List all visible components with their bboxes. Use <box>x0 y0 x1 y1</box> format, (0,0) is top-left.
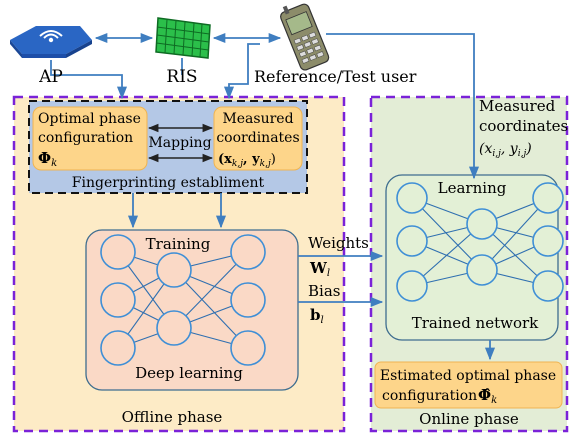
estimated-phase-line2: configuration <box>382 388 477 404</box>
trained-network-label: Trained network <box>412 314 539 332</box>
online-net-node <box>466 208 498 240</box>
online-measured-math: (xi,j, yi,j) <box>479 141 532 159</box>
phase-config-symbol: Φk <box>38 149 57 169</box>
offline-net-edge <box>173 269 249 349</box>
offline-neural-net <box>100 234 266 366</box>
estimated-phase-symbol: Φ̂k <box>478 386 497 406</box>
online-net-node <box>532 182 564 214</box>
ap-label: AP <box>38 67 63 87</box>
fingerprinting-label: Fingerprinting establiment <box>72 175 265 191</box>
online-measured-line2: coordinates <box>479 117 568 135</box>
online-measured-line1: Measured <box>479 97 556 115</box>
measured-coords-line2: coordinates <box>216 130 299 146</box>
offline-net-node <box>100 330 136 366</box>
online-net-edge <box>481 197 549 271</box>
user-to-online-connector <box>326 33 480 180</box>
online-net-node <box>396 182 428 214</box>
offline-net-node <box>100 282 136 318</box>
ris-label: RIS <box>166 67 197 87</box>
online-net-node <box>396 270 428 302</box>
estimated-phase-line1: Estimated optimal phase <box>380 368 556 384</box>
user-label: Reference/Test user <box>254 67 417 86</box>
online-neural-net <box>396 182 564 302</box>
training-label: Training <box>146 235 211 253</box>
online-net-node <box>532 270 564 302</box>
offline-net-node <box>230 330 266 366</box>
weights-symbol: Wl <box>309 259 330 279</box>
offline-net-node <box>230 282 266 318</box>
ap-ris-to-finger-connector <box>50 60 128 100</box>
online-net-edge <box>411 197 483 271</box>
phase-config-box <box>32 106 148 171</box>
user-to-finger-connector <box>223 43 260 100</box>
offline-net-node <box>100 234 136 270</box>
bias-label: Bias <box>308 282 340 300</box>
ap-router-icon <box>10 26 92 58</box>
ris-panel-icon <box>155 17 211 59</box>
phone-user-icon <box>280 3 330 71</box>
online-net-node <box>466 254 498 286</box>
measured-coords-line1: Measured <box>222 111 293 127</box>
measured-coords-math: (xk,j, yk,j) <box>218 152 276 169</box>
offline-net-node <box>156 310 192 346</box>
weights-label: Weights <box>308 234 369 252</box>
measured-coords-box <box>213 106 303 171</box>
estimated-phase-box <box>374 361 563 409</box>
online-phase-label: Online phase <box>419 410 519 428</box>
bias-symbol: bl <box>310 306 324 326</box>
learning-label: Learning <box>438 179 507 197</box>
deep-learning-label: Deep learning <box>135 364 243 382</box>
online-net-node <box>396 225 428 257</box>
offline-net-node <box>156 252 192 288</box>
offline-phase-label: Offline phase <box>122 408 223 426</box>
offline-net-node <box>230 234 266 270</box>
online-net-node <box>532 225 564 257</box>
phase-config-line2: configuration <box>38 130 133 146</box>
phase-config-line1: Optimal phase <box>38 111 141 127</box>
mapping-label: Mapping <box>148 135 211 151</box>
